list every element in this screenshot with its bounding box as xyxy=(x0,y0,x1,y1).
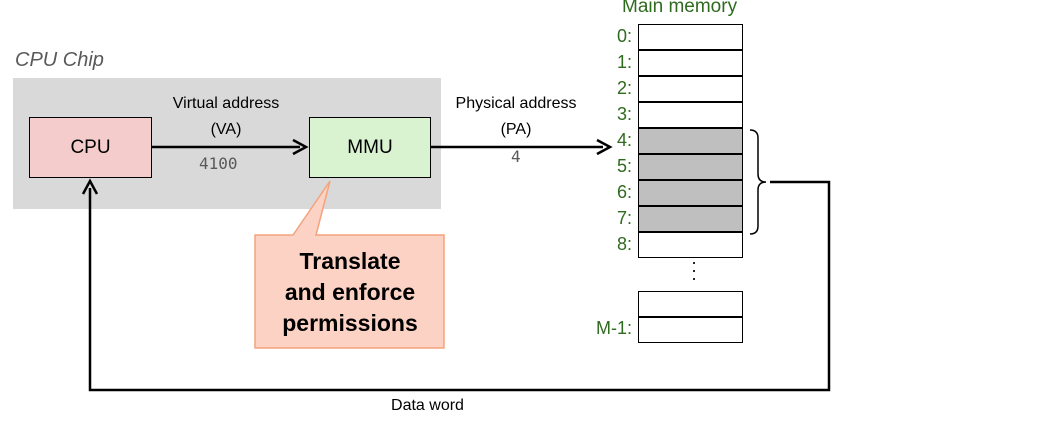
memory-cell xyxy=(638,50,743,76)
memory-cell xyxy=(638,128,743,154)
main-memory-title: Main memory xyxy=(622,0,738,17)
mmu-label: MMU xyxy=(347,136,393,158)
memory-cell xyxy=(638,291,743,317)
cpu-label: CPU xyxy=(70,136,111,158)
memory-cell xyxy=(638,232,743,258)
memory-address-label: 2: xyxy=(616,78,632,98)
callout-line-3: permissions xyxy=(282,310,418,336)
pa-arrowhead xyxy=(596,138,613,156)
memory-address-label: 1: xyxy=(616,52,632,72)
brace xyxy=(749,129,767,235)
callout-line-1: Translate xyxy=(299,248,401,274)
memory-cell xyxy=(638,206,743,232)
memory-cell xyxy=(638,102,743,128)
memory-address-label: 8: xyxy=(616,234,632,254)
va-arrowhead xyxy=(292,138,309,156)
data-word-label: Data word xyxy=(391,397,464,414)
physical-address-label: Physical address xyxy=(455,95,577,112)
memory-address-label: 4: xyxy=(616,130,632,150)
memory-address-label: 5: xyxy=(616,156,632,176)
data-word-line xyxy=(88,180,831,392)
memory-cell-last xyxy=(638,317,743,343)
data-word-arrowhead xyxy=(81,178,99,195)
virtual-address-abbrev: (VA) xyxy=(210,121,242,138)
callout-bubble xyxy=(254,180,445,349)
physical-address-value: 4 xyxy=(511,147,521,166)
callout-text: Translate and enforce permissions xyxy=(256,246,444,339)
memory-cell xyxy=(638,24,743,50)
memory-address-label: 6: xyxy=(616,182,632,202)
memory-address-last: M-1: xyxy=(596,318,632,338)
memory-cell xyxy=(638,180,743,206)
cpu-chip-label: CPU Chip xyxy=(15,49,104,71)
virtual-address-label: Virtual address xyxy=(172,95,280,112)
memory-address-label: 3: xyxy=(616,104,632,124)
cpu-box: CPU xyxy=(29,117,152,178)
memory-cell xyxy=(638,76,743,102)
virtual-address-value: 4100 xyxy=(199,154,238,173)
mmu-box: MMU xyxy=(309,117,431,178)
memory-cell xyxy=(638,154,743,180)
memory-address-label: 0: xyxy=(616,26,632,46)
physical-address-abbrev: (PA) xyxy=(500,121,532,138)
ellipsis: ··· xyxy=(691,252,697,288)
memory-address-label: 7: xyxy=(616,208,632,228)
callout-line-2: and enforce xyxy=(284,279,416,305)
